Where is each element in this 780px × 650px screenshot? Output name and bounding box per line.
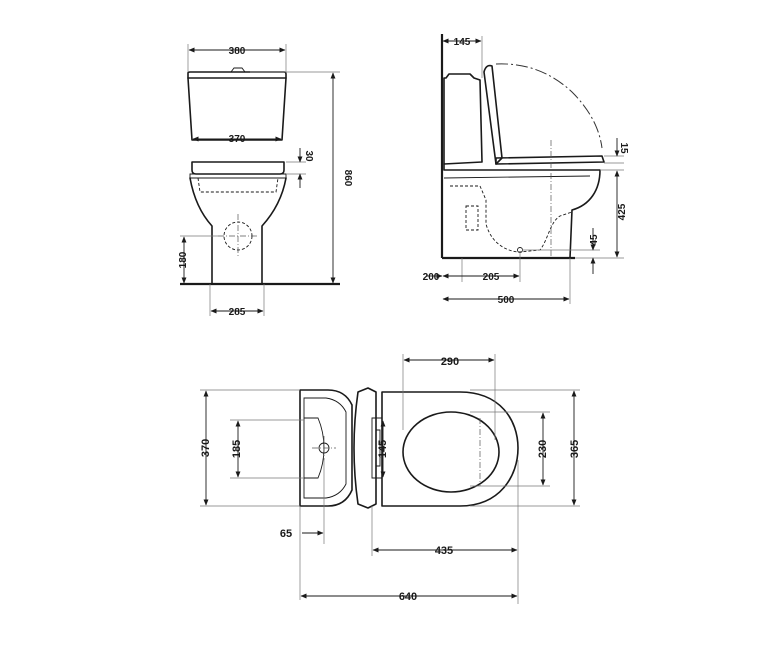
dim-bowl-length: 435 xyxy=(435,545,453,557)
dim-cistern-inner-top: 185 xyxy=(231,440,243,458)
dim-total-width: 370 xyxy=(200,439,212,457)
side-seat xyxy=(495,155,605,165)
front-view: 380 370 30 860 180 285 xyxy=(178,44,353,318)
dim-total-length: 640 xyxy=(399,591,417,603)
dim-rim-height: 425 xyxy=(617,203,628,220)
top-view: 290 370 185 145 230 365 65 435 xyxy=(200,354,581,604)
dim-outlet-distance: 205 xyxy=(483,272,500,283)
dim-outlet-drop: 45 xyxy=(589,234,600,246)
side-trap-hidden xyxy=(450,185,573,253)
dim-total-height: 860 xyxy=(342,170,353,187)
dim-seat-height-top: 15 xyxy=(618,142,629,154)
dim-base-width: 285 xyxy=(229,307,246,318)
front-cistern-lid xyxy=(187,71,287,79)
dim-tank-offset: 65 xyxy=(280,528,292,540)
side-bowl-rim xyxy=(443,175,591,179)
front-bowl xyxy=(189,177,287,285)
dim-cistern-inner: 370 xyxy=(229,134,246,145)
side-open-lid xyxy=(483,64,503,165)
dim-hinge-width: 145 xyxy=(377,440,389,458)
top-cistern-inner xyxy=(303,397,347,499)
dim-bowl-width: 230 xyxy=(537,440,549,458)
dim-lid-offset: 145 xyxy=(454,37,471,48)
front-seat xyxy=(191,161,285,175)
top-bowl-outer xyxy=(381,391,519,507)
side-view: 145 15 425 45 200 205 500 xyxy=(423,34,629,306)
side-cistern xyxy=(443,73,483,165)
front-cistern xyxy=(187,77,287,141)
side-trap-inner xyxy=(465,205,479,231)
front-bowl-hidden xyxy=(197,177,279,193)
dim-seat-width: 365 xyxy=(569,440,581,458)
dim-total-depth: 500 xyxy=(498,295,515,306)
dim-seat-gap: 30 xyxy=(303,150,314,162)
front-flush-button xyxy=(230,67,246,73)
top-hinge xyxy=(353,387,377,509)
top-cistern xyxy=(299,389,353,507)
top-hinge-pin xyxy=(375,429,381,467)
lid-swing-arc xyxy=(495,63,603,149)
dim-seat-opening: 290 xyxy=(441,356,459,368)
dim-cistern-width: 380 xyxy=(229,46,246,57)
dim-wall-offset: 200 xyxy=(423,272,440,283)
dim-outlet-height: 180 xyxy=(178,251,189,268)
top-seat-opening xyxy=(402,411,500,493)
